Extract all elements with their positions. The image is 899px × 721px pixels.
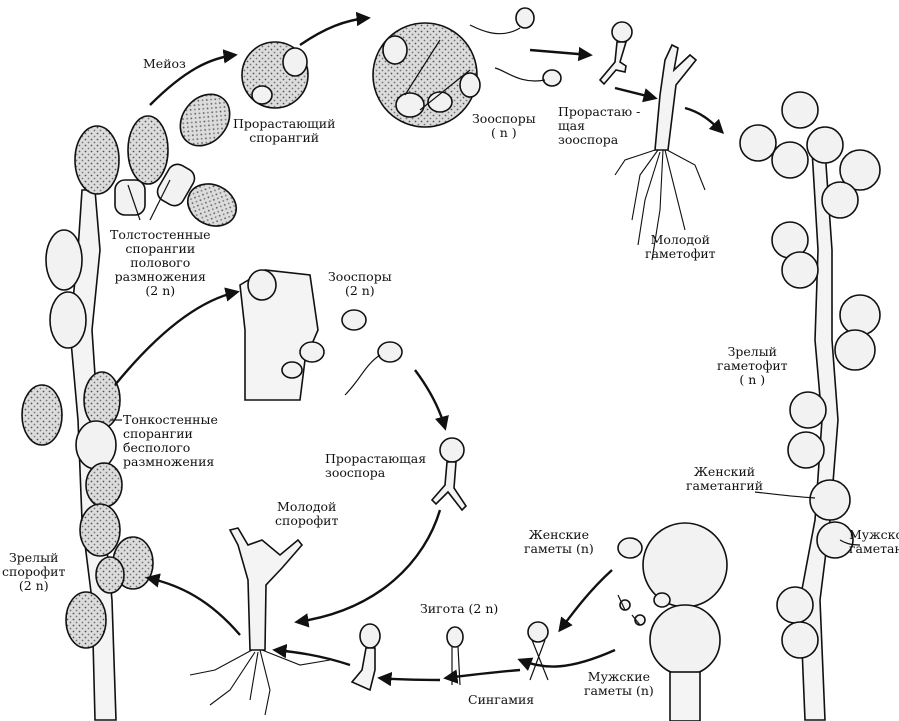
leader-lines xyxy=(110,179,861,546)
arrow-female-gametes xyxy=(558,569,613,633)
arrow-to-germinating-zoospore-2n xyxy=(414,369,449,431)
germinating-sporangium-drawing xyxy=(241,41,309,109)
young-gametophyte-drawing xyxy=(598,21,706,261)
label-zoospores-2n: Зооспоры(2 n) xyxy=(328,269,392,298)
label-syngamy: Сингамия xyxy=(468,692,535,707)
arrow-to-germinating-zoospore xyxy=(529,46,593,62)
arrow-to-mature-gametophyte xyxy=(684,106,725,135)
young-sporophyte-drawing xyxy=(189,527,331,716)
arrow-to-zoospores-n xyxy=(299,11,371,46)
germinating-zoospore-2n-drawing xyxy=(430,437,468,512)
arrow-to-mature-sporophyte xyxy=(145,573,241,636)
arrow-syngamy xyxy=(443,668,521,684)
label-male-gametangium: Мужскойгаметангий xyxy=(849,527,899,556)
arrow-to-young-gametophyte xyxy=(614,86,658,103)
arrow-to-young-sporophyte-from-zygote xyxy=(272,643,351,667)
arrow-meiosis xyxy=(149,49,238,106)
arrow-to-zoospores-2n xyxy=(114,287,240,386)
cycle-arrows xyxy=(114,11,725,687)
label-meiosis: Мейоз xyxy=(143,56,186,71)
label-zygote: Зигота (2 n) xyxy=(420,601,499,616)
arrow-male-gametes xyxy=(517,648,616,671)
zygote-drawing xyxy=(350,621,549,692)
label-zoospores-n: Зооспоры( n ) xyxy=(472,111,536,140)
gametangia-drawing xyxy=(617,522,728,721)
zoospores-2n-drawing xyxy=(239,269,403,401)
arrow-to-zygote xyxy=(377,671,441,687)
mature-sporophyte-drawing xyxy=(21,93,237,721)
mature-gametophyte-drawing xyxy=(739,91,881,721)
zoospore-release-drawing xyxy=(372,7,562,128)
arrow-to-young-sporophyte-from-zoospore xyxy=(294,509,442,628)
